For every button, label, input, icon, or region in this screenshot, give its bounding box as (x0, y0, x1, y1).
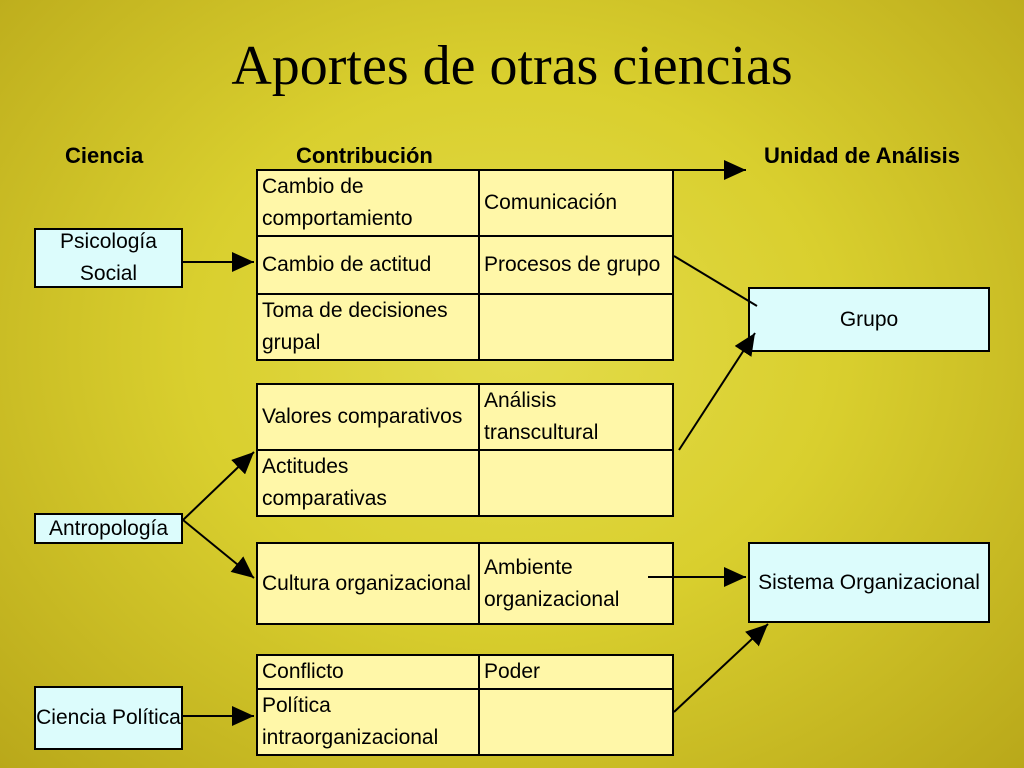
cell: Conflicto (256, 654, 480, 690)
table-antropologia-1: Valores comparativos Análisis transcultu… (256, 383, 674, 517)
arrow-antropologia-up (182, 451, 255, 521)
cell: Valores comparativos (256, 383, 480, 451)
cell (478, 688, 674, 756)
header-contribucion: Contribución (296, 143, 433, 168)
header-unidad-de-analisis: Unidad de Análisis (764, 143, 961, 168)
table-ciencia-politica: Conflicto Poder Política intraorganizaci… (256, 654, 674, 756)
table-psicologia: Cambio de comportamiento Comunicación Ca… (256, 169, 674, 361)
line-procesos-to-grupo (673, 255, 758, 307)
cell: Procesos de grupo (478, 235, 674, 295)
cell (478, 449, 674, 517)
cell: Análisis transcultural (478, 383, 674, 451)
box-ciencia-politica: Ciencia Política (34, 686, 183, 750)
box-grupo: Grupo (748, 287, 990, 352)
header-ciencia: Ciencia (65, 143, 144, 168)
box-psicologia-social: Psicología Social (34, 228, 183, 288)
cell: Cultura organizacional (256, 542, 480, 625)
arrow-antropologia-to-grupo (678, 332, 756, 451)
arrow-politica-to-sistema (673, 623, 769, 713)
slide-title: Aportes de otras ciencias (231, 35, 793, 97)
cell: Poder (478, 654, 674, 690)
cell: Política intraorganizacional (256, 688, 480, 756)
table-antropologia-2: Cultura organizacional Ambiente organiza… (256, 542, 674, 625)
cell: Cambio de actitud (256, 235, 480, 295)
cell: Ambiente organizacional (478, 542, 674, 625)
cell: Actitudes comparativas (256, 449, 480, 517)
cell (478, 293, 674, 361)
arrow-antropologia-down (182, 519, 255, 579)
box-antropologia: Antropología (34, 513, 183, 544)
box-sistema-organizacional: Sistema Organizacional (748, 542, 990, 623)
cell: Cambio de comportamiento (256, 169, 480, 237)
cell: Comunicación (478, 169, 674, 237)
cell: Toma de decisiones grupal (256, 293, 480, 361)
